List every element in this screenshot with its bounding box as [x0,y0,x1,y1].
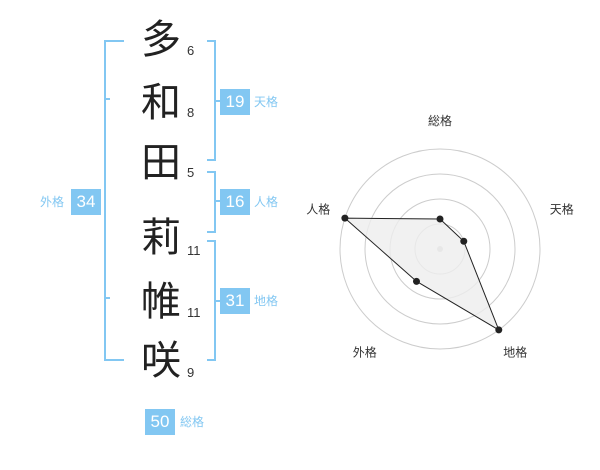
radar-point-5 [341,214,349,222]
stroke-count-3: 5 [187,165,195,180]
radar-axis-label-3: 地格 [503,345,527,360]
stroke-count-5: 11 [187,305,201,320]
radar-polygon [343,217,500,332]
name-char-5: 帷 [141,279,181,325]
jinkaku-bracket [207,171,216,233]
radar-grid-ring-3 [364,173,516,325]
tenkaku-value: 19 [220,89,250,115]
chikaku-tick [214,300,222,302]
radar-axis-label-5: 人格 [306,201,330,216]
chikaku-label: 地格 [254,294,279,308]
name-char-2: 和 [141,80,181,126]
gaikaku-value: 34 [71,189,101,215]
stroke-count-6: 9 [187,365,195,380]
tenkaku-label: 天格 [254,95,279,109]
soukaku-value: 50 [145,409,175,435]
jinkaku-tick [214,200,222,202]
name-char-3: 田 [141,140,181,186]
name-char-4: 莉 [141,215,181,261]
radar-point-1 [436,215,444,223]
radar-point-4 [412,277,420,285]
stroke-count-1: 6 [187,43,195,58]
radar-axis-label-2: 天格 [550,201,574,216]
radar-grid-ring-4 [339,148,541,350]
stroke-count-4: 11 [187,243,201,258]
radar-axis-label-4: 外格 [353,345,377,360]
radar-axis-label-1: 総格 [428,113,452,128]
gaikaku-tick-lower [104,297,110,299]
radar-point-3 [495,326,503,334]
tenkaku-tick [214,100,222,102]
gaikaku-tick-upper [104,98,110,100]
chikaku-value: 31 [220,288,250,314]
radar-point-2 [460,237,468,245]
jinkaku-label: 人格 [254,195,279,209]
jinkaku-value: 16 [220,189,250,215]
name-char-6: 咲 [141,338,181,384]
gaikaku-bracket [104,40,124,361]
stroke-count-2: 8 [187,105,195,120]
gaikaku-label: 外格 [40,195,65,209]
name-char-1: 多 [141,17,181,63]
soukaku-label: 総格 [180,415,205,429]
